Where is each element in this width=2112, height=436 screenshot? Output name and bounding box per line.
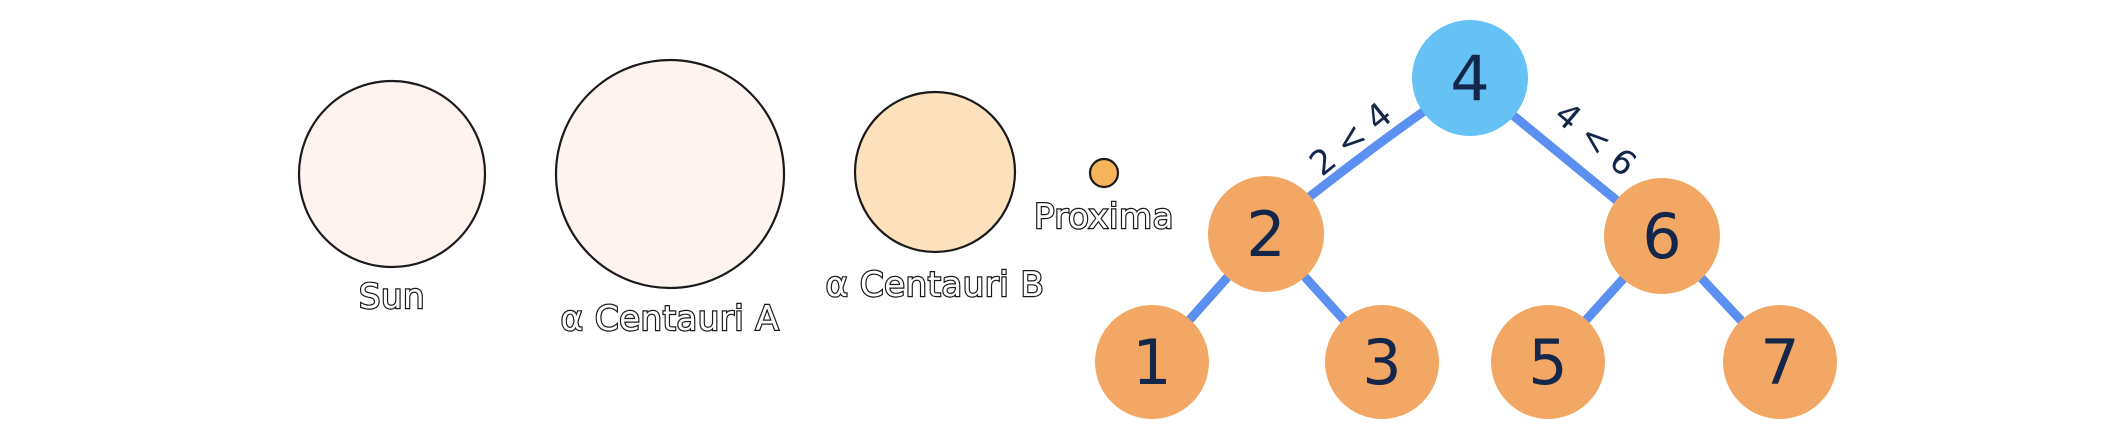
alpha-centauri-b-circle (853, 90, 1017, 254)
tree-node-1: 1 (1095, 305, 1209, 419)
edge-label-right: 4 < 6 (1546, 94, 1643, 185)
node-value: 5 (1528, 326, 1567, 399)
node-circle (1095, 305, 1209, 419)
tree-node-3: 3 (1325, 305, 1439, 419)
sun-circle (297, 79, 487, 269)
node-value: 6 (1642, 200, 1681, 273)
tree-node-2: 2 (1208, 176, 1324, 292)
alpha-centauri-a-circle (554, 58, 786, 290)
sun-label: Sun (359, 277, 425, 317)
node-circle (1723, 305, 1837, 419)
node-circle (1208, 176, 1324, 292)
binary-search-tree: 2 < 4 4 < 6 4 2 6 1 3 5 7 (1095, 20, 1837, 419)
node-value: 7 (1760, 326, 1799, 399)
proxima-label: Proxima (1034, 197, 1174, 237)
node-circle (1325, 305, 1439, 419)
tree-node-5: 5 (1491, 305, 1605, 419)
star-comparison: Sun α Centauri A α Centauri B Proxima (297, 58, 1175, 340)
node-value: 2 (1246, 198, 1285, 271)
node-circle (1491, 305, 1605, 419)
proxima-circle (1088, 157, 1120, 189)
node-circle (1412, 20, 1528, 136)
tree-node-root: 4 (1412, 20, 1528, 136)
node-value: 3 (1362, 326, 1401, 399)
tree-node-6: 6 (1604, 178, 1720, 294)
node-value: 4 (1450, 42, 1489, 115)
alpha-centauri-a-label: α Centauri A (561, 299, 780, 339)
node-circle (1604, 178, 1720, 294)
tree-node-7: 7 (1723, 305, 1837, 419)
alpha-centauri-b-label: α Centauri B (826, 265, 1045, 305)
node-value: 1 (1132, 326, 1171, 399)
